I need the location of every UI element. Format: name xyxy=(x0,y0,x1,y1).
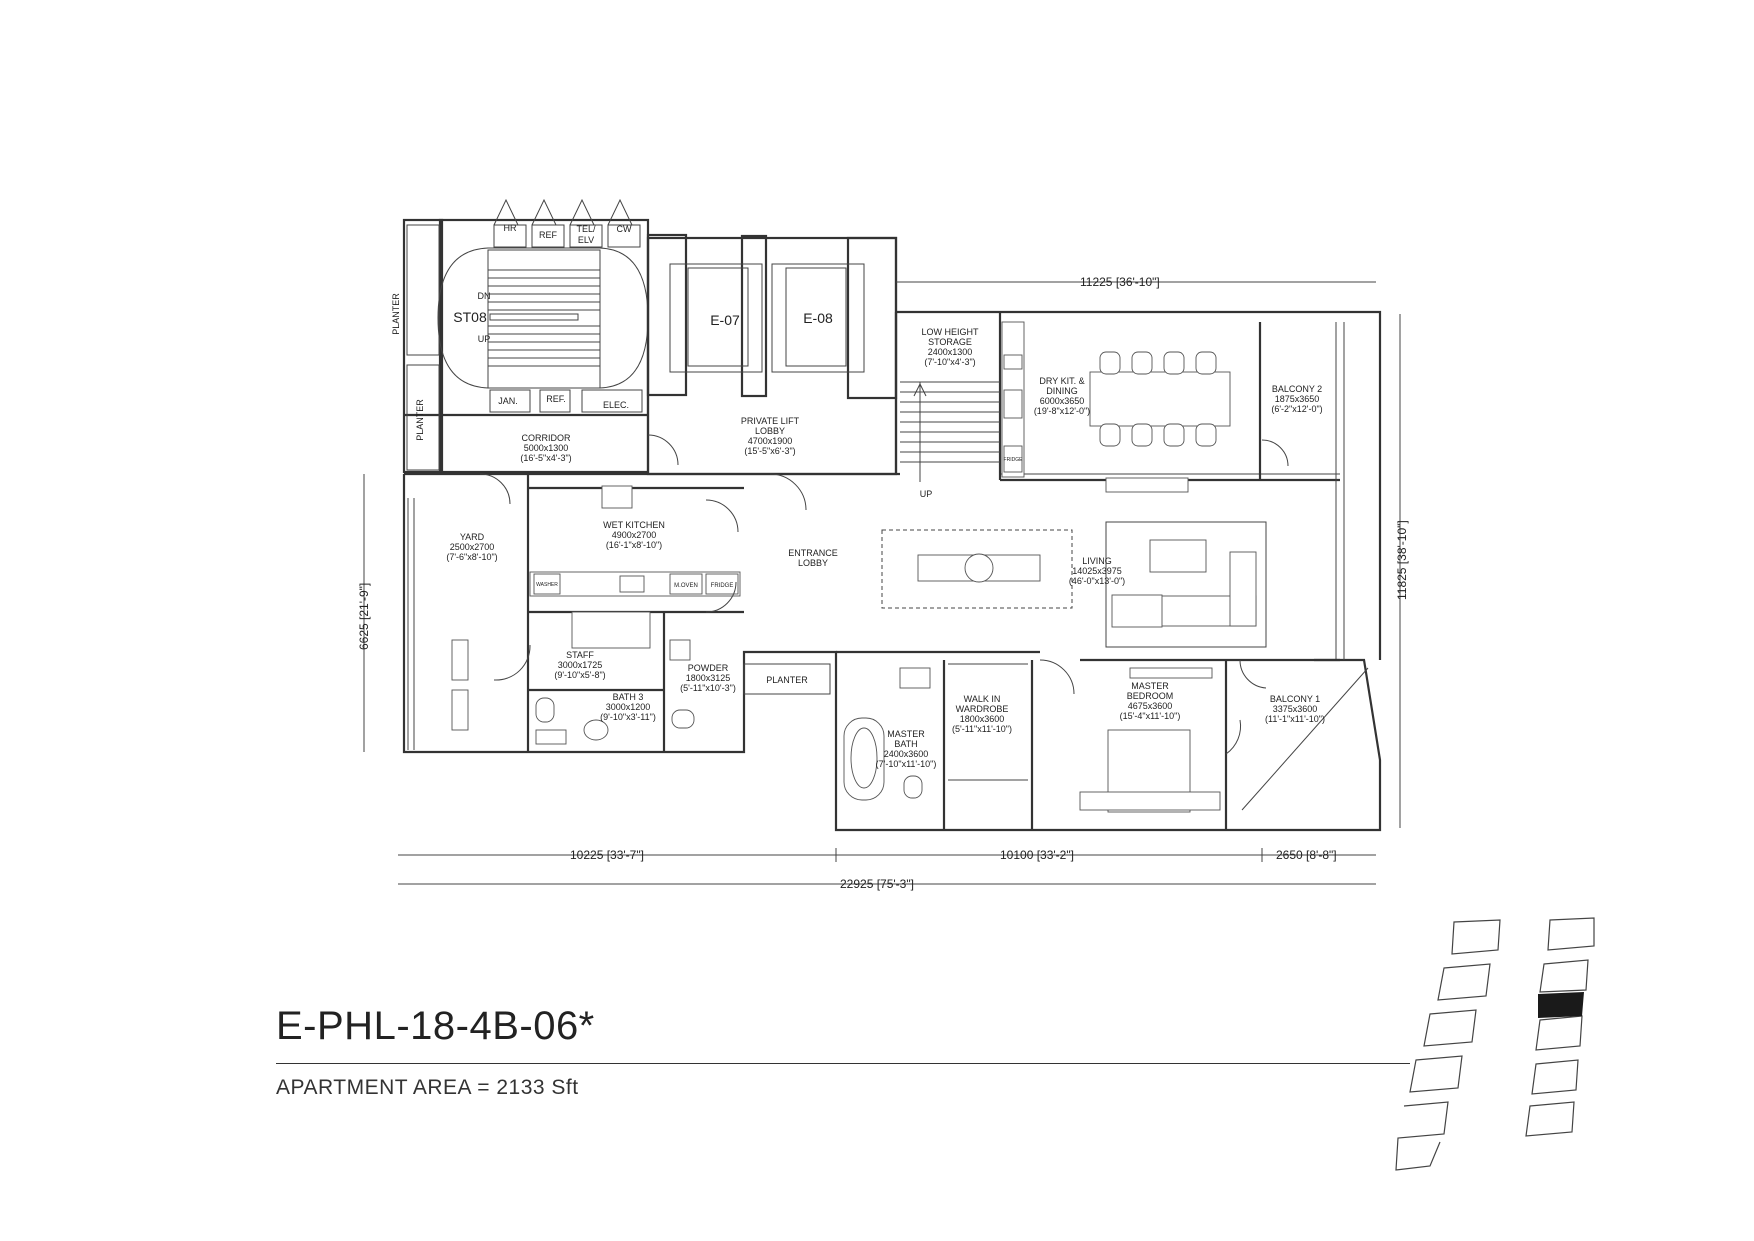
label-balcony1-imp: (11'-1"x11'-10") xyxy=(1265,714,1325,724)
label-dining-2: DINING xyxy=(1046,386,1078,396)
label-ref2: REF. xyxy=(546,394,566,404)
title-divider xyxy=(276,1063,1410,1064)
dim-bottom-a: 10225 [33'-7"] xyxy=(570,848,644,862)
label-yard: YARD xyxy=(460,532,485,542)
label-corridor: CORRIDOR xyxy=(522,433,571,443)
label-e07: E-07 xyxy=(710,312,740,328)
label-powder-size: 1800x3125 xyxy=(686,673,731,683)
label-master-bed-imp: (15'-4"x11'-10") xyxy=(1120,711,1181,721)
label-wet-kitchen-size: 4900x2700 xyxy=(612,530,657,540)
label-staff-imp: (9'-10"x5'-8") xyxy=(554,670,605,680)
label-storage-2: STORAGE xyxy=(928,337,972,347)
label-balcony1-size: 3375x3600 xyxy=(1273,704,1318,714)
label-lift-lobby: PRIVATE LIFT xyxy=(741,416,800,426)
service-doors-top xyxy=(493,198,641,248)
apartment-area: APARTMENT AREA = 2133 Sft xyxy=(276,1076,579,1100)
label-master-bed-size: 4675x3600 xyxy=(1128,701,1173,711)
label-wardrobe-size: 1800x3600 xyxy=(960,714,1005,724)
label-wardrobe: WALK IN xyxy=(964,694,1001,704)
label-planter1: PLANTER xyxy=(391,293,401,335)
label-st08: ST08 xyxy=(453,309,487,325)
label-wet-kitchen-imp: (16'-1"x8'-10") xyxy=(606,540,662,550)
label-master-bath-size: 2400x3600 xyxy=(884,749,929,759)
label-staff-size: 3000x1725 xyxy=(558,660,603,670)
dim-bottom-total: 22925 [75'-3"] xyxy=(840,877,914,891)
key-plan xyxy=(1395,917,1595,1171)
label-wardrobe-imp: (5'-11"x11'-10") xyxy=(952,724,1012,734)
lift-e07 xyxy=(669,263,763,373)
label-dining: DRY KIT. & xyxy=(1039,376,1084,386)
label-bath3-size: 3000x1200 xyxy=(606,702,651,712)
label-storage-imp: (7'-10"x4'-3") xyxy=(924,357,975,367)
label-powder: POWDER xyxy=(688,663,729,673)
label-entrance: ENTRANCE xyxy=(788,548,838,558)
label-wardrobe-2: WARDROBE xyxy=(956,704,1009,714)
label-living: LIVING xyxy=(1082,556,1112,566)
label-master-bath-2: BATH xyxy=(894,739,917,749)
label-elec: ELEC. xyxy=(603,400,629,410)
label-yard-size: 2500x2700 xyxy=(450,542,495,552)
label-planter3: PLANTER xyxy=(766,675,808,685)
label-living-size: 14025x3975 xyxy=(1072,566,1122,576)
label-wet-kitchen: WET KITCHEN xyxy=(603,520,665,530)
label-planter2: PLANTER xyxy=(415,399,425,441)
furniture xyxy=(407,321,1267,813)
label-balcony1: BALCONY 1 xyxy=(1270,694,1320,704)
label-lift-lobby-size: 4700x1900 xyxy=(748,436,793,446)
storage-stair xyxy=(900,382,1000,482)
label-dining-imp: (19'-8"x12'-0") xyxy=(1034,406,1090,416)
lift-e08 xyxy=(771,263,865,373)
key-plan-highlight xyxy=(1538,992,1584,1018)
label-entrance-2: LOBBY xyxy=(798,558,828,568)
dim-bottom-b: 10100 [33'-2"] xyxy=(1000,848,1074,862)
label-yard-imp: (7'-6"x8'-10") xyxy=(446,552,497,562)
label-balcony2: BALCONY 2 xyxy=(1272,384,1322,394)
label-corridor-size: 5000x1300 xyxy=(524,443,569,453)
label-up1: UP xyxy=(478,334,491,344)
label-fridge1: FRIDGE xyxy=(711,583,734,589)
label-bath3: BATH 3 xyxy=(613,692,644,702)
label-staff: STAFF xyxy=(566,650,594,660)
label-master-bath-imp: (7'-10"x11'-10") xyxy=(876,759,937,769)
label-balcony2-imp: (6'-2"x12'-0") xyxy=(1271,404,1322,414)
dim-right: 11825 [38'-10"] xyxy=(1395,520,1409,600)
label-balcony2-size: 1875x3650 xyxy=(1275,394,1320,404)
label-elv: ELV xyxy=(578,235,594,245)
label-jan: JAN. xyxy=(498,396,518,406)
label-dn: DN xyxy=(478,291,491,301)
label-master-bed-2: BEDROOM xyxy=(1127,691,1174,701)
dim-top: 11225 [36'-10"] xyxy=(1080,275,1160,289)
label-hr: HR xyxy=(504,223,517,233)
label-master-bath: MASTER xyxy=(887,729,925,739)
label-corridor-imp: (16'-5"x4'-3") xyxy=(520,453,571,463)
label-tel: TEL/ xyxy=(576,224,596,234)
apartment-area-label: APARTMENT AREA xyxy=(276,1076,471,1099)
label-fridge2: FRIDGE xyxy=(1004,457,1024,463)
label-lift-lobby-imp: (15'-5"x6'-3") xyxy=(744,446,795,456)
label-powder-imp: (5'-11"x10'-3") xyxy=(680,683,736,693)
label-lift-lobby-2: LOBBY xyxy=(755,426,785,436)
apartment-area-value: = 2133 Sft xyxy=(477,1076,579,1099)
stair-st08 xyxy=(437,247,649,389)
label-master-bed: MASTER xyxy=(1131,681,1169,691)
unit-code: E-PHL-18-4B-06* xyxy=(276,1004,595,1048)
label-washer: WASHER xyxy=(536,582,558,588)
label-cw: CW xyxy=(617,224,632,234)
label-up2: UP xyxy=(920,489,933,499)
label-bath3-imp: (9'-10"x3'-11") xyxy=(600,712,656,722)
label-e08: E-08 xyxy=(803,310,833,326)
label-storage: LOW HEIGHT xyxy=(921,327,979,337)
doors xyxy=(479,434,1289,755)
dim-left: 6625 [21'-9"] xyxy=(357,583,371,650)
label-dining-size: 6000x3650 xyxy=(1040,396,1085,406)
label-living-imp: (46'-0"x13'-0") xyxy=(1069,576,1125,586)
label-ref1: REF xyxy=(539,230,558,240)
label-moven: M.OVEN xyxy=(674,583,698,589)
dim-bottom-c: 2650 [8'-8"] xyxy=(1276,848,1337,862)
dimension-lines xyxy=(363,281,1401,885)
label-storage-size: 2400x1300 xyxy=(928,347,973,357)
